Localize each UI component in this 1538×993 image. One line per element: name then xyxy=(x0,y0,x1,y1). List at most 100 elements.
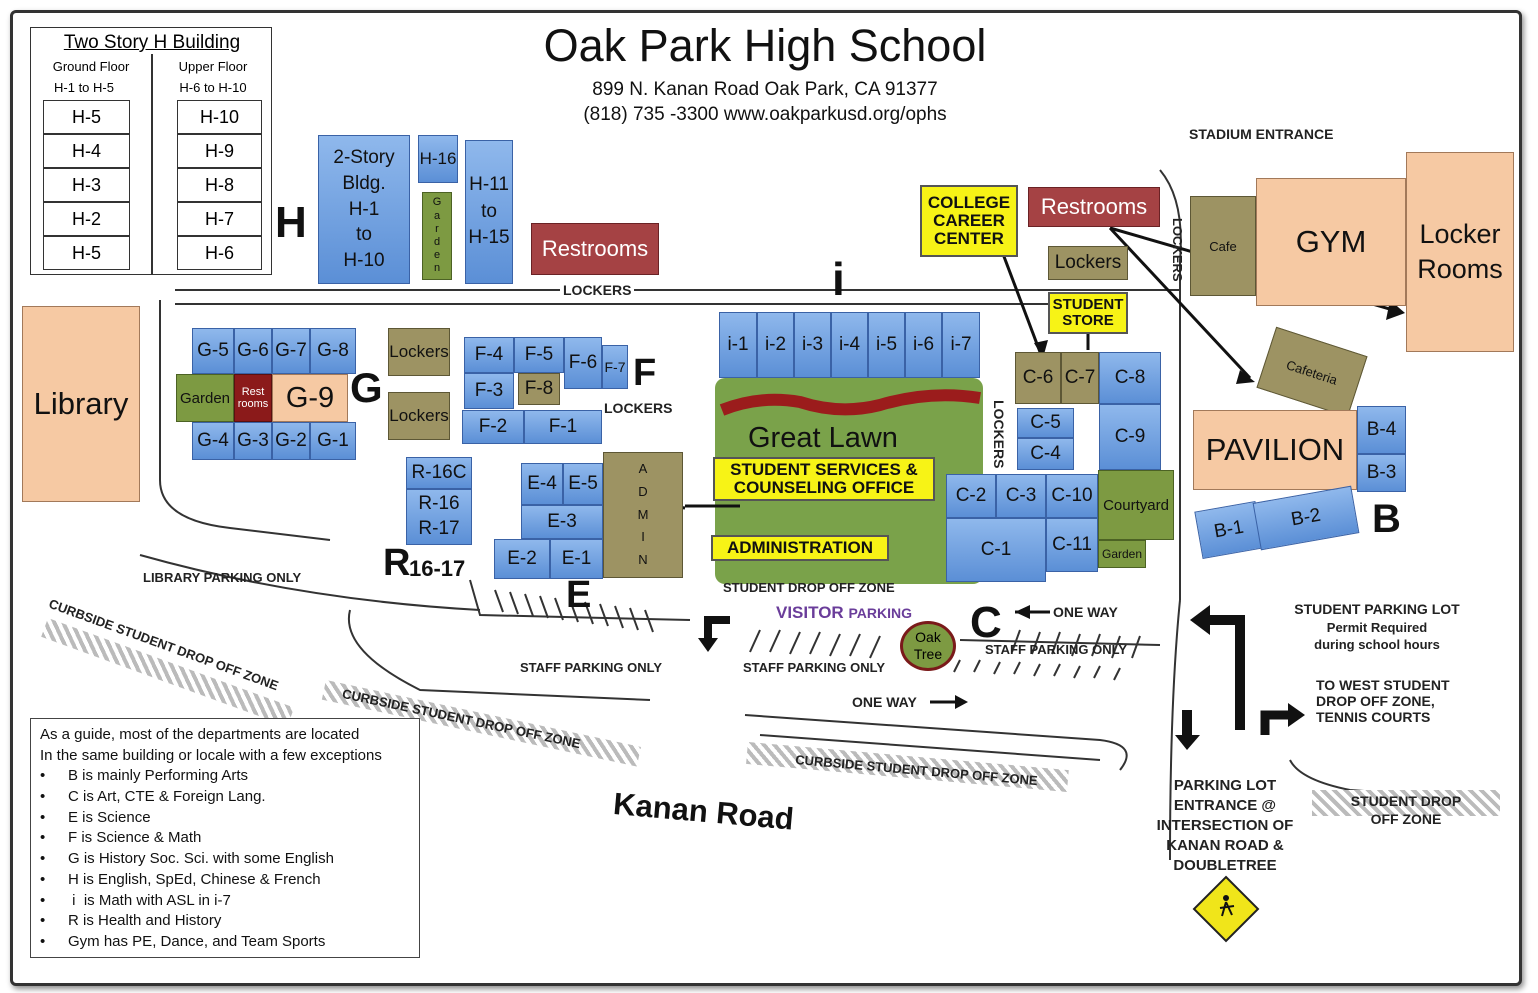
admin-letter: M xyxy=(637,506,649,522)
room-g7[interactable]: G-7 xyxy=(272,328,310,374)
great-lawn-label: Great Lawn xyxy=(748,422,898,454)
upper-floor-title: Upper Floor xyxy=(178,59,248,74)
library-parking-label: LIBRARY PARKING ONLY xyxy=(143,570,302,585)
room-r16c[interactable]: R-16C xyxy=(406,457,472,489)
administration-office[interactable]: ADMINISTRATION xyxy=(711,535,889,561)
admin-letter: I xyxy=(641,529,645,545)
room-e1[interactable]: E-1 xyxy=(550,539,603,579)
legend-item: • i is Math with ASL in i-7 xyxy=(40,891,410,912)
room-e4[interactable]: E-4 xyxy=(521,463,563,505)
room-g3[interactable]: G-3 xyxy=(234,422,272,460)
room-f8[interactable]: F-8 xyxy=(518,373,560,405)
admin-letter: N xyxy=(638,552,648,568)
room-i4[interactable]: i-4 xyxy=(831,312,868,378)
room-c5[interactable]: C-5 xyxy=(1017,408,1074,438)
room-e2[interactable]: E-2 xyxy=(494,539,550,579)
room-f3[interactable]: F-3 xyxy=(464,373,514,409)
g-restrooms[interactable]: Rest rooms xyxy=(234,374,272,422)
lockers-i-label: LOCKERS xyxy=(560,282,635,298)
h-bldg-line: H-10 xyxy=(343,249,385,271)
legend-item-text: B is mainly Performing Arts xyxy=(68,767,249,785)
h-key-room: H-8 xyxy=(177,168,262,202)
h11-h15-building[interactable]: H-11 to H-15 xyxy=(465,140,513,284)
room-b4[interactable]: B-4 xyxy=(1357,406,1406,454)
room-c11[interactable]: C-11 xyxy=(1046,518,1098,572)
legend-item: •F is Science & Math xyxy=(40,828,410,849)
library-building[interactable]: Library xyxy=(22,306,140,502)
restrooms-h[interactable]: Restrooms xyxy=(531,223,659,275)
room-e5[interactable]: E-5 xyxy=(563,463,603,505)
legend-item: •R is Health and History xyxy=(40,911,410,932)
staff-parking-mid-label: STAFF PARKING ONLY xyxy=(743,660,886,675)
room-f4[interactable]: F-4 xyxy=(464,337,514,373)
restrooms-gym[interactable]: Restrooms xyxy=(1028,187,1160,227)
lockers-c[interactable]: Lockers xyxy=(1048,246,1128,280)
upper-floor-range: H-6 to H-10 xyxy=(179,80,247,95)
room-i6[interactable]: i-6 xyxy=(905,312,942,378)
h-key-room: H-7 xyxy=(177,202,262,236)
room-f7[interactable]: F-7 xyxy=(602,345,628,389)
g-rest-line: Rest xyxy=(241,386,265,398)
student-store[interactable]: STUDENT STORE xyxy=(1048,292,1128,334)
visitor-word: VISITOR xyxy=(776,603,844,622)
room-g1[interactable]: G-1 xyxy=(310,422,356,460)
student-services-office[interactable]: STUDENT SERVICES & COUNSELING OFFICE xyxy=(713,457,935,501)
room-f5[interactable]: F-5 xyxy=(514,337,564,373)
room-i3[interactable]: i-3 xyxy=(794,312,831,378)
room-r16-r17[interactable]: R-16 R-17 xyxy=(406,489,472,545)
room-b3[interactable]: B-3 xyxy=(1357,454,1406,492)
one-way-label-1: ONE WAY xyxy=(1053,604,1118,620)
h-bldg-line: 2-Story xyxy=(333,147,395,169)
parking-entrance-line: DOUBLETREE xyxy=(1173,856,1277,874)
room-f1[interactable]: F-1 xyxy=(524,410,602,444)
room-g2[interactable]: G-2 xyxy=(272,422,310,460)
room-c6[interactable]: C-6 xyxy=(1015,352,1061,404)
room-f2[interactable]: F-2 xyxy=(462,410,524,444)
cafe[interactable]: Cafe xyxy=(1190,196,1256,296)
g-rest-line: rooms xyxy=(237,398,269,410)
legend-item: •Gym has PE, Dance, and Team Sports xyxy=(40,932,410,953)
room-i7[interactable]: i-7 xyxy=(942,312,980,378)
student-drop-line: OFF ZONE xyxy=(1370,810,1442,827)
room-c8[interactable]: C-8 xyxy=(1099,352,1161,404)
admin-building[interactable]: A D M I N xyxy=(603,452,683,578)
room-c3[interactable]: C-3 xyxy=(996,474,1046,518)
student-parking-lot-info: STUDENT PARKING LOT Permit Required duri… xyxy=(1266,600,1488,654)
room-g5[interactable]: G-5 xyxy=(192,328,234,374)
room-c4[interactable]: C-4 xyxy=(1017,438,1074,470)
room-f6[interactable]: F-6 xyxy=(564,337,602,389)
lockers-g-top[interactable]: Lockers xyxy=(388,328,450,376)
room-c7[interactable]: C-7 xyxy=(1061,352,1099,404)
room-g4[interactable]: G-4 xyxy=(192,422,234,460)
zone-letter-f: F xyxy=(633,352,657,394)
student-drop-off-right-label: STUDENT DROP OFF ZONE xyxy=(1312,793,1500,828)
room-c10[interactable]: C-10 xyxy=(1046,474,1098,518)
address: 899 N. Kanan Road Oak Park, CA 91377 xyxy=(592,79,938,100)
room-g8[interactable]: G-8 xyxy=(310,328,356,374)
staff-parking-c-label: STAFF PARKING ONLY xyxy=(985,642,1128,657)
locker-rooms-line: Locker xyxy=(1419,218,1501,249)
gym-building[interactable]: GYM xyxy=(1256,178,1406,306)
room-c9[interactable]: C-9 xyxy=(1099,404,1161,470)
h11-line: to xyxy=(481,200,497,222)
parking-entrance-line: KANAN ROAD & xyxy=(1166,836,1284,854)
legend-item-text: R is Health and History xyxy=(68,912,222,930)
locker-rooms[interactable]: Locker Rooms xyxy=(1406,152,1514,352)
room-e3[interactable]: E-3 xyxy=(521,505,603,539)
room-i1[interactable]: i-1 xyxy=(719,312,757,378)
lockers-g-bottom[interactable]: Lockers xyxy=(388,392,450,440)
student-drop-off-zone-right xyxy=(1312,790,1500,816)
college-career-center[interactable]: COLLEGE CAREER CENTER xyxy=(920,185,1018,257)
zone-letter-i: i xyxy=(832,253,845,305)
room-h16[interactable]: H-16 xyxy=(418,135,458,183)
h-two-story-building[interactable]: 2-Story Bldg. H-1 to H-10 xyxy=(318,135,410,284)
room-i2[interactable]: i-2 xyxy=(757,312,794,378)
room-c2[interactable]: C-2 xyxy=(946,474,996,518)
pavilion[interactable]: PAVILION xyxy=(1193,410,1357,490)
h-key-room: H-2 xyxy=(43,202,130,236)
during-school-hours: during school hours xyxy=(1314,637,1440,653)
room-g9[interactable]: G-9 xyxy=(272,374,348,422)
room-g6[interactable]: G-6 xyxy=(234,328,272,374)
room-c1[interactable]: C-1 xyxy=(946,518,1046,582)
room-i5[interactable]: i-5 xyxy=(868,312,905,378)
